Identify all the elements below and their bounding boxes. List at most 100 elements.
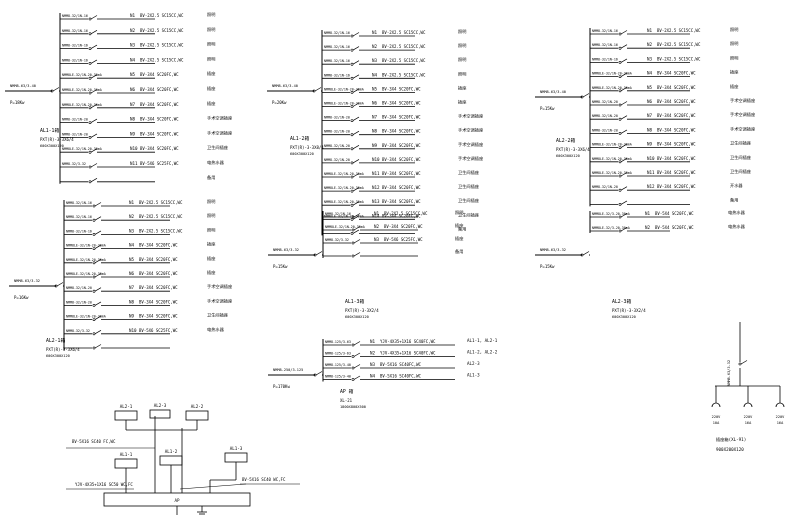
detail-caption: 插座箱(XL-91) bbox=[716, 436, 746, 443]
breaker-blade bbox=[94, 315, 102, 320]
circuit-breaker-label: NMM8LE-32/1N-20-30mA bbox=[324, 102, 364, 106]
circuit-cable-label: YJV-4X35+1X16 SC40FC,WC bbox=[380, 351, 436, 356]
breaker-blade bbox=[94, 258, 102, 264]
circuit-code: N5 bbox=[129, 257, 135, 262]
circuit-use-label: 插座 bbox=[730, 69, 738, 76]
circuit-use-label: AL1-3 bbox=[467, 373, 480, 378]
circuit-code: N1 bbox=[129, 200, 135, 205]
breaker-contact bbox=[92, 204, 96, 208]
circuit-cable-label: BV-3X4 SC20FC,WC bbox=[382, 157, 421, 162]
breaker-contact bbox=[88, 47, 92, 51]
breaker-blade bbox=[740, 360, 748, 365]
circuit-cable-label: BV-3X4 SC20FC,WC bbox=[657, 156, 696, 161]
circuit-cable-label: BV-2X2.5 SC15CC,WC bbox=[139, 214, 183, 219]
circuit-use-label: 照明 bbox=[207, 27, 215, 33]
breaker-blade bbox=[94, 287, 102, 292]
breaker-contact bbox=[351, 254, 355, 258]
circuit-breaker-label: NMM8-32/1N-16 bbox=[62, 14, 88, 18]
circuit-cable-label: BV-2X2.5 SC15CC,WC bbox=[382, 44, 426, 49]
circuit-code: N9 bbox=[130, 131, 136, 136]
circuit-cable-label: BV-3X4 SC20FC,WC bbox=[382, 143, 421, 148]
circuit-use-label: 照明 bbox=[207, 42, 215, 48]
breaker-contact bbox=[618, 146, 622, 150]
circuit-code: N3 bbox=[372, 58, 378, 63]
circuit-cable-label: BV-3X4 SC20FC,WC bbox=[382, 101, 421, 106]
breaker-blade bbox=[353, 252, 361, 257]
circuit-use-label: 照明 bbox=[207, 199, 215, 205]
breaker-contact bbox=[618, 32, 622, 36]
circuit-cable-label: BV-3X4 SC20FC,WC bbox=[140, 131, 179, 136]
circuit-use-label: 插座 bbox=[455, 235, 463, 242]
circuit-code: N5 bbox=[372, 86, 378, 91]
breaker-contact bbox=[92, 318, 96, 322]
circuit-cable-label: BV-3X4 SC20FC,WC bbox=[382, 213, 421, 218]
outlet-current: 10A bbox=[713, 421, 720, 425]
circuit-breaker-label: NMM8-32/1N-20 bbox=[592, 185, 618, 189]
circuit-code: N11 bbox=[647, 170, 655, 175]
circuit-cable-label: BV-3X4 SC20FC,WC bbox=[140, 117, 179, 122]
circuit-breaker-label: NMM8-32/1N-16 bbox=[592, 29, 618, 33]
breaker-contact bbox=[618, 46, 622, 50]
circuit-code: N6 bbox=[372, 101, 378, 106]
circuit-cable-label: BV-3X4 SC20FC,WC bbox=[657, 71, 696, 76]
circuit-breaker-label: NMM8LE-32/1N-20-30mA bbox=[62, 147, 102, 151]
circuit-use-label: 照明 bbox=[207, 213, 215, 219]
circuit-use-label: 电热水器 bbox=[728, 209, 746, 216]
breaker-contact bbox=[92, 346, 96, 350]
circuit-use-label: 卫生间插座 bbox=[458, 197, 479, 204]
breaker-blade bbox=[90, 15, 98, 20]
breaker-blade bbox=[90, 133, 98, 138]
panel-al1-1: NMM8-63/3-40P=18KwAL1-1箱PXT(R)-3-3X6/460… bbox=[5, 12, 232, 184]
panel-name: AL2-2箱 bbox=[556, 137, 575, 144]
circuit-breaker-label: NMM8LE-32/3-20-30mA bbox=[592, 212, 630, 216]
circuit-breaker-label: NMM8-32/1N-16 bbox=[66, 229, 92, 233]
incoming-power-label: P=20Kw bbox=[272, 100, 287, 105]
circuit-use-label: AL1-2, AL2-2 bbox=[467, 350, 498, 355]
circuit-use-label: 插座 bbox=[455, 222, 463, 229]
circuit-cable-label: BV-3X4 SC20FC,WC bbox=[382, 115, 421, 120]
circuit-code: N5 bbox=[130, 72, 136, 77]
breaker-contact bbox=[92, 275, 96, 279]
circuit-code: N14 bbox=[372, 213, 380, 218]
incoming-breaker-label: NMM8-63/3-32 bbox=[14, 279, 40, 283]
circuit-cable-label: BV-2X2.5 SC15CC,WC bbox=[140, 57, 184, 62]
circuit-cable-label: BV-3X4 SC20FC,WC bbox=[382, 199, 421, 204]
circuit-code: N6 bbox=[129, 271, 135, 276]
breaker-contact bbox=[618, 89, 622, 93]
circuit-code: N13 bbox=[372, 199, 380, 204]
breaker-blade bbox=[352, 173, 360, 178]
circuit-breaker-label: NMM8LE-32/1N-20-30mA bbox=[66, 315, 106, 319]
circuit-use-label: 卫生间插座 bbox=[458, 211, 479, 218]
circuit-code: N1 bbox=[372, 30, 378, 35]
panel-size: 600X300X120 bbox=[345, 315, 369, 319]
circuit-cable-label: BV-2X2.5 SC15CC,WC bbox=[657, 56, 701, 61]
riser-box-label: AL1-2 bbox=[165, 449, 178, 454]
circuit-cable-label: BV-3X4 SC20FC,WC bbox=[140, 72, 179, 77]
breaker-contact bbox=[88, 17, 92, 21]
circuit-breaker-label: NMM8-32/1N-20 bbox=[62, 118, 88, 122]
circuit-breaker-label: NMM8LE-32/1N-20-30mA bbox=[324, 200, 364, 204]
circuit-use-label: 卫生间插座 bbox=[207, 312, 228, 319]
circuit-use-label: 手术空调插座 bbox=[458, 155, 483, 162]
breaker-blade bbox=[353, 226, 361, 231]
breaker-contact bbox=[350, 62, 354, 66]
circuit-code: N7 bbox=[647, 113, 653, 118]
breaker-contact bbox=[738, 362, 742, 366]
circuit-code: N2 bbox=[130, 28, 136, 33]
circuit-breaker-label: NMM8-32/1N-20 bbox=[592, 128, 618, 132]
circuit-use-label: 照明 bbox=[730, 55, 738, 61]
circuit-breaker-label: NMM8-32/1N-20 bbox=[324, 158, 350, 162]
breaker-blade bbox=[352, 144, 360, 150]
breaker-contact bbox=[350, 161, 354, 165]
circuit-breaker-label: NMM8LE-32/1N-20-30mA bbox=[592, 72, 632, 76]
